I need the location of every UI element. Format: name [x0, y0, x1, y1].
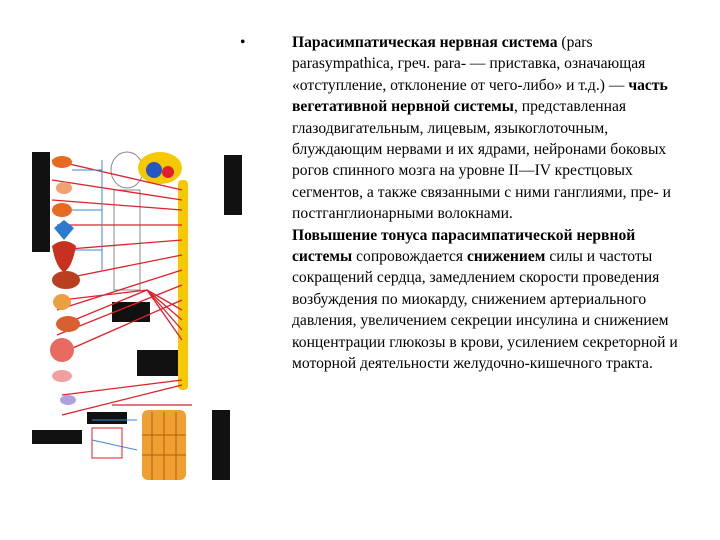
- effects-lead: Повышение тонуса парасимпатической нервн…: [292, 226, 636, 266]
- effects-bold-word: снижением: [467, 248, 546, 266]
- bullet-marker: •: [240, 34, 246, 51]
- paragraph-effects: Повышение тонуса парасимпатической нервн…: [292, 225, 682, 375]
- paragraph-definition: Парасимпатическая нервная система (pars …: [292, 32, 682, 225]
- diagram-illustration: [32, 150, 242, 490]
- term-parasympathetic: Парасимпатическая нервная система: [292, 34, 558, 51]
- effects-text-1: сопровождается: [352, 248, 467, 266]
- text-block: • Парасимпатическая нервная система (par…: [240, 32, 682, 375]
- parasympathetic-diagram: [32, 150, 242, 490]
- definition-text-1: (pars parasympathica, греч. para- — прис…: [292, 34, 646, 94]
- definition-text-2: , представленная глазодвигательным, лице…: [292, 98, 671, 223]
- definition-bold: часть вегетативной нервной системы: [292, 76, 668, 116]
- effects-text-2: силы и частоты сокращений сердца, замедл…: [292, 248, 678, 373]
